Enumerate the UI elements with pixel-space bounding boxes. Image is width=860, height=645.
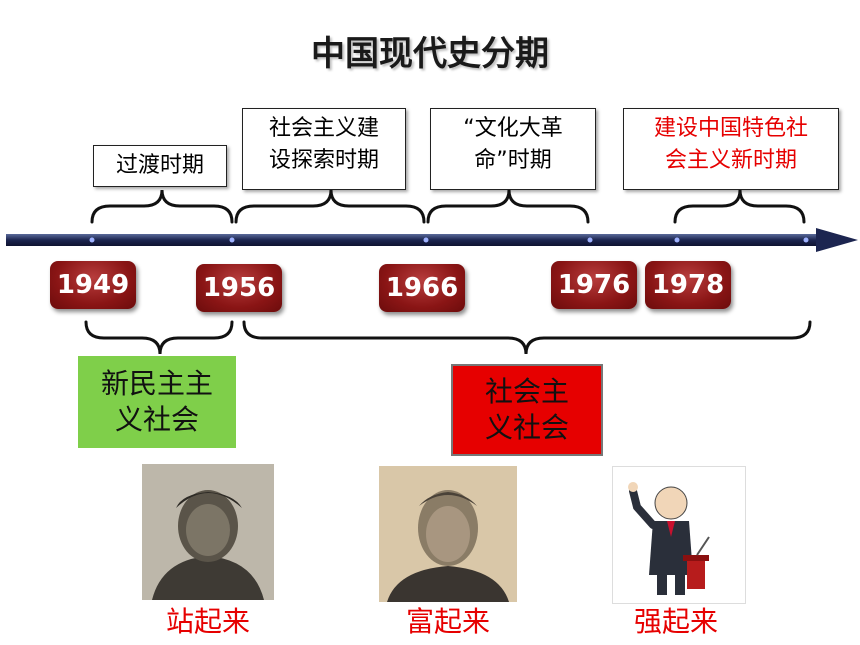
period-new-era: 建设中国特色社 会主义新时期 xyxy=(623,108,839,190)
period-new-era-line1: 建设中国特色社 xyxy=(653,116,808,141)
year-1956: 1956 xyxy=(196,264,282,312)
brace-cultural xyxy=(426,189,590,224)
period-transition: 过渡时期 xyxy=(93,145,227,187)
year-1976: 1976 xyxy=(551,261,637,309)
portrait-3-image xyxy=(628,482,710,595)
society-new-democracy-line2: 义社会 xyxy=(114,403,199,436)
year-1949: 1949 xyxy=(50,261,136,309)
period-cultural-line2: 命”时期 xyxy=(474,148,552,173)
year-1978: 1978 xyxy=(645,261,731,309)
portrait-3 xyxy=(612,466,746,604)
portrait-1 xyxy=(142,464,274,600)
society-socialism-line1: 社会主 xyxy=(484,375,569,408)
brace-exploration xyxy=(234,189,426,224)
timeline-arrow xyxy=(6,228,858,252)
period-new-era-line2: 会主义新时期 xyxy=(664,148,797,173)
portrait-1-image xyxy=(142,464,274,600)
slogan-get-strong: 强起来 xyxy=(633,605,718,638)
timeline-ticks xyxy=(89,237,809,243)
society-new-democracy: 新民主主 义社会 xyxy=(78,356,236,448)
year-1966: 1966 xyxy=(379,264,465,312)
period-exploration-line1: 社会主义建 xyxy=(268,116,379,141)
page-title: 中国现代史分期 xyxy=(311,34,549,74)
period-transition-label: 过渡时期 xyxy=(115,153,204,178)
society-socialism-line2: 义社会 xyxy=(484,411,569,444)
brace-new-era xyxy=(673,189,806,224)
period-cultural-revolution: “文化大革 命”时期 xyxy=(430,108,596,190)
period-socialist-exploration: 社会主义建 设探索时期 xyxy=(242,108,406,190)
period-exploration-line2: 设探索时期 xyxy=(268,148,379,173)
slogan-stand-up: 站起来 xyxy=(165,605,250,638)
society-socialism: 社会主 义社会 xyxy=(451,364,603,456)
portrait-2 xyxy=(379,466,517,602)
period-cultural-line1: “文化大革 xyxy=(463,116,563,141)
slogan-get-rich: 富起来 xyxy=(405,605,490,638)
brace-socialism xyxy=(242,320,812,355)
brace-new-democracy xyxy=(84,320,234,355)
society-new-democracy-line1: 新民主主 xyxy=(100,367,213,400)
brace-transition xyxy=(90,189,234,224)
portrait-2-image xyxy=(379,466,517,602)
